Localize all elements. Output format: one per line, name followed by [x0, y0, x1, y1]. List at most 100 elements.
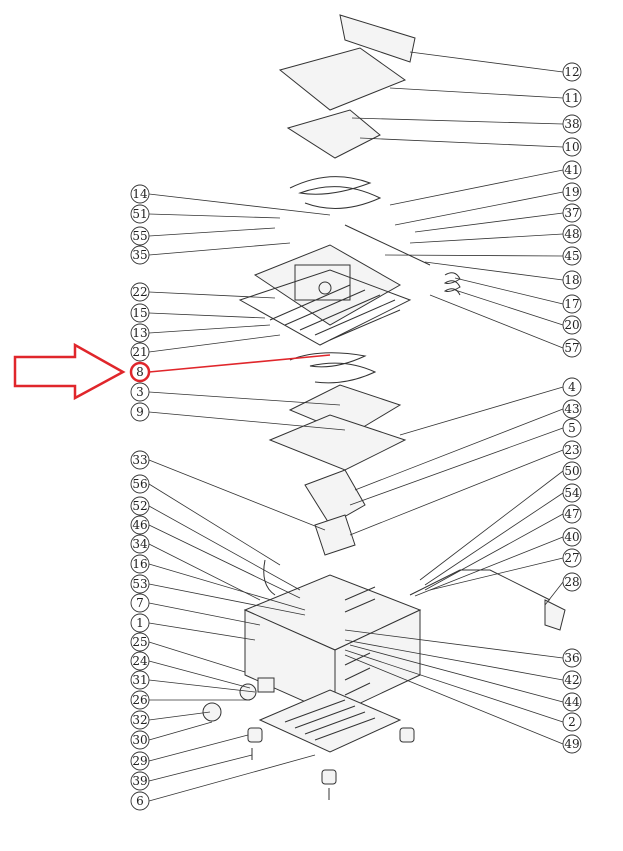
part-upper-grill-plate	[253, 244, 402, 326]
callout-number: 43	[564, 402, 579, 416]
callout-number: 15	[132, 306, 147, 320]
callout-number: 56	[132, 477, 147, 491]
callout-35: 35	[130, 245, 150, 265]
leader-line-25	[148, 641, 246, 673]
leader-line-16	[148, 563, 306, 611]
parts-drawing	[202, 14, 566, 800]
leader-line-57	[429, 294, 564, 349]
leader-line-1	[148, 622, 256, 641]
leader-line-18	[424, 261, 564, 281]
callout-41: 41	[562, 160, 582, 180]
callout-7: 7	[130, 593, 150, 613]
callout-27: 27	[562, 548, 582, 568]
callout-circle	[562, 294, 582, 314]
callout-circle	[130, 613, 150, 633]
red-arrow-icon	[13, 342, 126, 401]
callout-10: 10	[562, 137, 582, 157]
callout-number: 41	[564, 163, 579, 177]
part-foot	[321, 769, 337, 785]
callout-number: 32	[132, 713, 147, 727]
leader-line-40	[414, 536, 564, 597]
callout-circle	[562, 670, 582, 690]
callout-circle	[130, 670, 150, 690]
callout-number: 34	[132, 537, 148, 551]
leader-line-8	[148, 354, 331, 373]
callout-number: 10	[564, 140, 579, 154]
callout-number: 4	[568, 380, 576, 394]
callout-circle	[130, 791, 150, 811]
callout-circle	[130, 515, 150, 535]
leader-line-50	[419, 470, 564, 581]
leader-line-23	[349, 449, 564, 536]
callout-number: 52	[132, 499, 147, 513]
leader-line-51	[148, 213, 281, 219]
leader-line-49	[344, 654, 564, 745]
leader-line-19	[394, 191, 564, 226]
part-knob	[318, 281, 332, 295]
callout-circle	[130, 245, 150, 265]
callout-number: 55	[132, 229, 147, 243]
callout-number: 35	[132, 248, 147, 262]
callout-21: 21	[130, 342, 150, 362]
leader-line-53	[148, 583, 306, 616]
leader-line-46	[148, 524, 301, 599]
callout-19: 19	[562, 182, 582, 202]
leader-line-11	[389, 87, 564, 99]
leader-line-20	[454, 289, 564, 326]
callout-57: 57	[562, 338, 582, 358]
part-hose	[263, 559, 276, 596]
callout-42: 42	[562, 670, 582, 690]
callout-circle	[562, 246, 582, 266]
callout-40: 40	[562, 527, 582, 547]
leader-line-14	[148, 193, 331, 216]
leader-line-47	[424, 513, 564, 591]
part-switch	[257, 677, 275, 693]
leader-line-12	[409, 51, 564, 73]
leader-line-38	[351, 117, 564, 125]
part-upper-cover	[278, 47, 407, 111]
callout-33: 33	[130, 450, 150, 470]
callout-15: 15	[130, 303, 150, 323]
callout-circle	[130, 323, 150, 343]
callout-46: 46	[130, 515, 150, 535]
callout-9: 9	[130, 402, 150, 422]
callout-50: 50	[562, 461, 582, 481]
callout-circle	[562, 548, 582, 568]
callouts: 1451553522151321839335652463416537125243…	[129, 62, 582, 811]
callout-45: 45	[562, 246, 582, 266]
leader-line-17	[454, 277, 564, 305]
callout-11: 11	[562, 88, 582, 108]
leader-lines	[148, 51, 564, 802]
callout-48: 48	[562, 224, 582, 244]
callout-number: 57	[564, 341, 579, 355]
callout-circle	[130, 751, 150, 771]
callout-circle	[562, 88, 582, 108]
part-plug	[544, 599, 566, 631]
callout-6: 6	[130, 791, 150, 811]
callout-number: 8	[136, 365, 144, 379]
leader-line-45	[384, 254, 564, 257]
callout-circle	[130, 382, 150, 402]
callout-number: 3	[136, 385, 144, 399]
callout-34: 34	[130, 534, 150, 554]
callout-circle	[562, 483, 582, 503]
callout-number: 28	[564, 575, 579, 589]
leader-line-34	[148, 543, 261, 601]
leader-line-24	[148, 660, 251, 689]
callout-number: 36	[564, 651, 579, 665]
callout-number: 29	[132, 754, 147, 768]
part-grill-frame	[238, 269, 412, 346]
callout-number: 54	[564, 486, 580, 500]
leader-line-30	[148, 721, 213, 741]
callout-circle	[130, 730, 150, 750]
callout-circle	[562, 712, 582, 732]
leader-line-54	[424, 492, 564, 586]
callout-number: 27	[564, 551, 579, 565]
callout-circle	[562, 527, 582, 547]
callout-circle	[130, 534, 150, 554]
callout-circle	[130, 632, 150, 652]
callout-55: 55	[130, 226, 150, 246]
leader-line-4	[399, 386, 564, 436]
callout-circle	[562, 418, 582, 438]
callout-26: 26	[130, 690, 150, 710]
